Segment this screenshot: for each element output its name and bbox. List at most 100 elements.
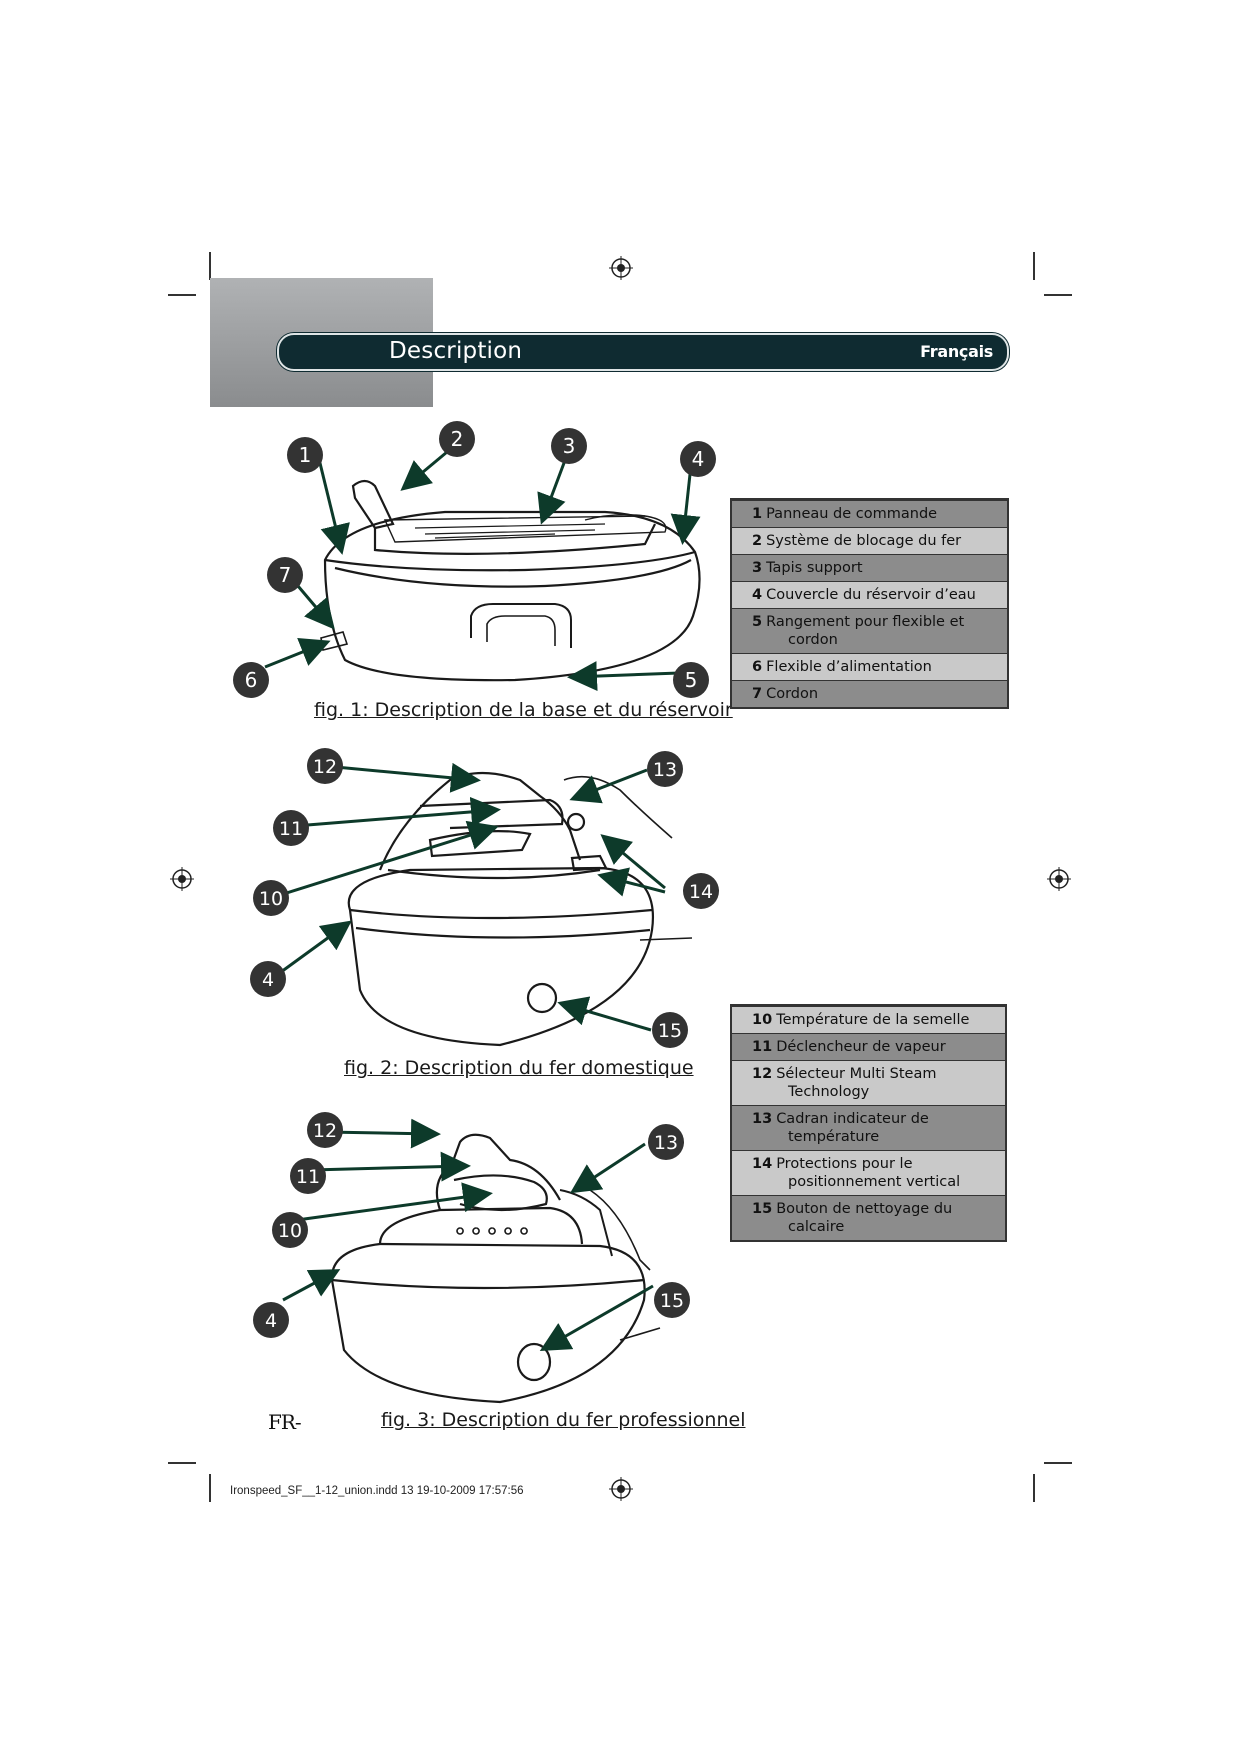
callout-6: 6 — [233, 662, 269, 703]
section-title: Description — [389, 338, 523, 364]
callout-15: 15 — [652, 1012, 688, 1053]
crop-mark — [1033, 1474, 1035, 1502]
legend-number: 10 — [752, 1012, 773, 1028]
callout-10b: 10 — [272, 1212, 308, 1253]
svg-text:1: 1 — [299, 443, 312, 467]
section-header-bar: Description Français — [277, 333, 1009, 371]
svg-text:12: 12 — [313, 1120, 337, 1142]
figure-3-caption: fig. 3: Description du fer professionnel — [381, 1409, 746, 1431]
svg-text:4: 4 — [262, 969, 274, 991]
svg-text:6: 6 — [245, 668, 258, 692]
callout-2: 2 — [439, 421, 475, 462]
figure-base-reservoir — [225, 420, 725, 700]
legend-number: 14 — [752, 1156, 773, 1172]
callout-1: 1 — [287, 437, 323, 478]
registration-mark-icon — [1047, 867, 1071, 891]
svg-text:13: 13 — [653, 759, 677, 781]
crop-mark — [1044, 1462, 1072, 1464]
callout-12: 12 — [307, 748, 343, 789]
domestic-iron-illustration — [347, 771, 693, 1047]
legend-number: 15 — [752, 1201, 773, 1217]
svg-text:7: 7 — [279, 563, 292, 587]
crop-mark — [209, 252, 211, 280]
file-info: Ironspeed_SF__1-12_union.indd 13 19-10-2… — [230, 1485, 524, 1497]
figure-domestic-iron — [300, 760, 700, 1050]
callout-4: 4 — [680, 441, 716, 482]
callout-3: 3 — [551, 428, 587, 469]
svg-text:12: 12 — [313, 756, 337, 778]
professional-iron-illustration — [330, 1133, 661, 1404]
legend-number: 13 — [752, 1111, 773, 1127]
legend-label: Sélecteur Multi Steam — [776, 1066, 937, 1082]
figure-2-caption: fig. 2: Description du fer domestique — [344, 1057, 694, 1079]
callout-13b: 13 — [648, 1124, 684, 1165]
legend-label: Flexible d’alimentation — [766, 659, 932, 675]
legend-number: 5 — [752, 614, 763, 630]
legend-label: Cadran indicateur de — [776, 1111, 929, 1127]
registration-mark-icon — [609, 1477, 633, 1501]
crop-mark — [168, 294, 196, 296]
crop-mark — [168, 1462, 196, 1464]
crop-mark — [1033, 252, 1035, 280]
legend-number: 11 — [752, 1039, 773, 1055]
callout-13: 13 — [647, 751, 683, 792]
callout-4b: 4 — [250, 961, 286, 1002]
legend-number: 3 — [752, 560, 763, 576]
svg-text:4: 4 — [265, 1310, 277, 1332]
legend-label-continuation: positionnement vertical — [788, 1174, 961, 1190]
svg-text:2: 2 — [451, 427, 464, 451]
language-label: Français — [920, 342, 993, 361]
callout-4c: 4 — [253, 1302, 289, 1343]
svg-text:11: 11 — [296, 1166, 320, 1188]
legend-number: 6 — [752, 659, 763, 675]
legend-label: Cordon — [766, 686, 819, 702]
svg-text:10: 10 — [278, 1220, 302, 1242]
registration-mark-icon — [609, 256, 633, 280]
callout-11b: 11 — [290, 1158, 326, 1199]
svg-text:4: 4 — [692, 447, 705, 471]
callout-7: 7 — [267, 557, 303, 598]
figure-professional-iron — [320, 1120, 690, 1410]
callout-10: 10 — [253, 880, 289, 921]
legend-label-continuation: calcaire — [788, 1219, 845, 1235]
svg-text:5: 5 — [685, 668, 698, 692]
registration-mark-icon — [170, 867, 194, 891]
page-number: FR- — [268, 1410, 302, 1434]
crop-mark — [209, 1474, 211, 1502]
svg-text:3: 3 — [563, 434, 576, 458]
legend-label: Panneau de commande — [766, 506, 938, 522]
svg-text:10: 10 — [259, 888, 283, 910]
svg-text:15: 15 — [658, 1020, 682, 1042]
legend-label: Rangement pour flexible et — [766, 614, 965, 630]
callout-14: 14 — [683, 873, 719, 914]
legend-label: Bouton de nettoyage du — [776, 1201, 953, 1217]
legend-label: Protections pour le — [776, 1156, 913, 1172]
legend-number: 7 — [752, 686, 763, 702]
legend-label: Température de la semelle — [776, 1012, 970, 1028]
legend-label-continuation: température — [788, 1129, 880, 1145]
legend-label: Couvercle du réservoir d’eau — [766, 587, 976, 603]
figure-1-caption: fig. 1: Description de la base et du rés… — [314, 699, 733, 721]
legend-number: 12 — [752, 1066, 773, 1082]
legend-label-continuation: Technology — [788, 1084, 870, 1100]
legend-label-continuation: cordon — [788, 632, 838, 648]
legend-number: 2 — [752, 533, 763, 549]
legend-label: Déclencheur de vapeur — [776, 1039, 946, 1055]
callout-11: 11 — [273, 810, 309, 851]
legend-label: Tapis support — [766, 560, 863, 576]
legend-label: Système de blocage du fer — [766, 533, 962, 549]
